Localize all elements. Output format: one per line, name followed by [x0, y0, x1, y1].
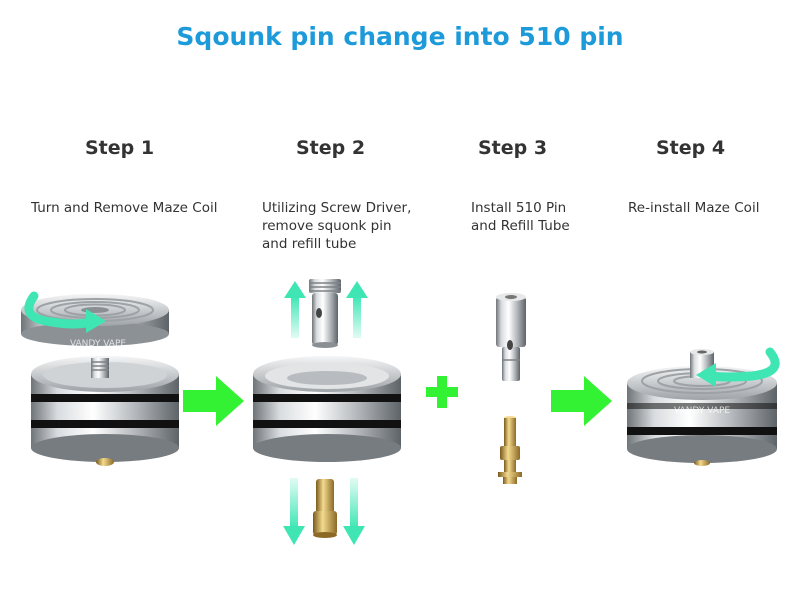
plus-icon	[426, 376, 458, 408]
step-arrow-1	[183, 376, 244, 426]
step-4-illustration: VANDY VAPE	[627, 347, 780, 466]
step-3-description: Install 510 Pin and Refill Tube	[471, 200, 570, 234]
brass-refill-tube	[498, 416, 522, 484]
rda-base	[31, 356, 179, 466]
page-title: Sqounk pin change into 510 pin	[176, 22, 624, 51]
step-arrow-3	[551, 376, 612, 426]
step-1-heading: Step 1	[85, 137, 155, 159]
step-1-illustration: VANDY VAPE	[21, 291, 244, 466]
refill-tube	[313, 479, 337, 538]
brand-engraving: VANDY VAPE	[674, 406, 730, 416]
assembled-rda: VANDY VAPE	[627, 349, 777, 466]
510-pin	[496, 293, 526, 381]
step-2-description: Utilizing Screw Driver, remove squonk pi…	[262, 200, 412, 252]
brand-engraving: VANDY VAPE	[70, 339, 126, 349]
step-4-description: Re-install Maze Coil	[628, 200, 760, 216]
rotate-arrow	[24, 291, 106, 333]
remove-down-arrows	[283, 478, 365, 545]
step-1-description: Turn and Remove Maze Coil	[31, 200, 218, 216]
rda-base-empty	[253, 356, 401, 462]
step-2-illustration	[253, 279, 401, 545]
remove-up-arrows	[284, 281, 368, 338]
step-3-illustration	[496, 293, 612, 484]
step-4-heading: Step 4	[656, 137, 726, 159]
step-3-heading: Step 3	[478, 137, 548, 159]
squonk-pin	[309, 279, 341, 348]
step-2-heading: Step 2	[296, 137, 366, 159]
rotate-arrow-install	[696, 347, 780, 387]
